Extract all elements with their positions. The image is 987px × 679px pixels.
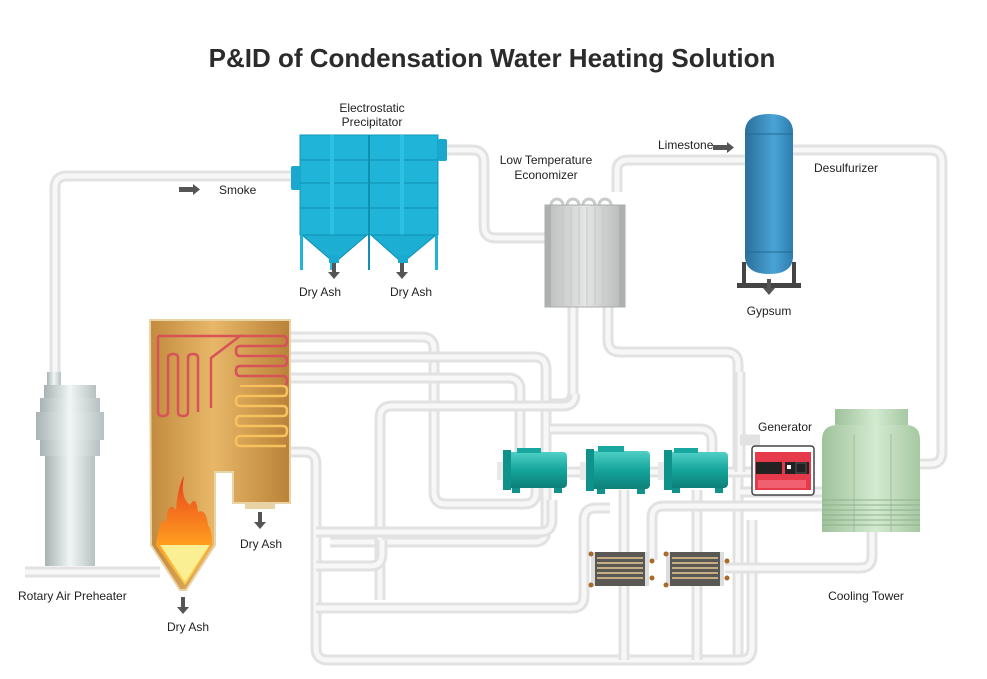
- right-arrow-icon: [713, 142, 734, 153]
- down-arrow-icon: [763, 279, 775, 295]
- right-arrow-icon: [179, 184, 200, 195]
- generator[interactable]: [751, 445, 815, 496]
- dry-ash-label-esp-left: Dry Ash: [299, 285, 341, 299]
- dry-ash-label-boiler-side: Dry Ash: [240, 537, 282, 551]
- pump-1[interactable]: [497, 448, 567, 493]
- desulfurizer[interactable]: [737, 114, 801, 288]
- down-arrow-icon: [177, 597, 189, 614]
- smoke-label: Smoke: [219, 183, 257, 197]
- rotary-air-preheater-label: Rotary Air Preheater: [18, 589, 127, 603]
- heat-exchanger-1[interactable]: [588, 551, 655, 588]
- limestone-label: Limestone: [658, 138, 714, 152]
- down-arrow-icon: [328, 263, 340, 279]
- rotary-air-preheater[interactable]: [36, 372, 104, 566]
- down-arrow-icon: [396, 263, 408, 279]
- pipe-network: [25, 144, 948, 666]
- boiler[interactable]: [148, 319, 291, 591]
- dry-ash-label-boiler-bottom: Dry Ash: [167, 620, 209, 634]
- low-temperature-economizer[interactable]: [544, 197, 626, 308]
- cooling-tower[interactable]: [822, 409, 920, 532]
- down-arrow-icon: [254, 512, 266, 529]
- economizer-label-line1: Low Temperature: [500, 153, 593, 167]
- esp-label-line1: Electrostatic: [339, 101, 404, 115]
- gypsum-label: Gypsum: [747, 304, 792, 318]
- electrostatic-precipitator[interactable]: [291, 134, 447, 270]
- heat-exchanger-2[interactable]: [663, 551, 730, 588]
- generator-label: Generator: [758, 420, 812, 434]
- dry-ash-label-esp-right: Dry Ash: [390, 285, 432, 299]
- desulfurizer-label: Desulfurizer: [814, 161, 878, 175]
- diagram-title: P&ID of Condensation Water Heating Solut…: [209, 43, 776, 73]
- economizer-label-line2: Economizer: [514, 168, 577, 182]
- pump-2[interactable]: [580, 446, 650, 494]
- cooling-tower-label: Cooling Tower: [828, 589, 904, 603]
- pump-3[interactable]: [658, 448, 728, 493]
- esp-label-line2: Precipitator: [342, 115, 403, 129]
